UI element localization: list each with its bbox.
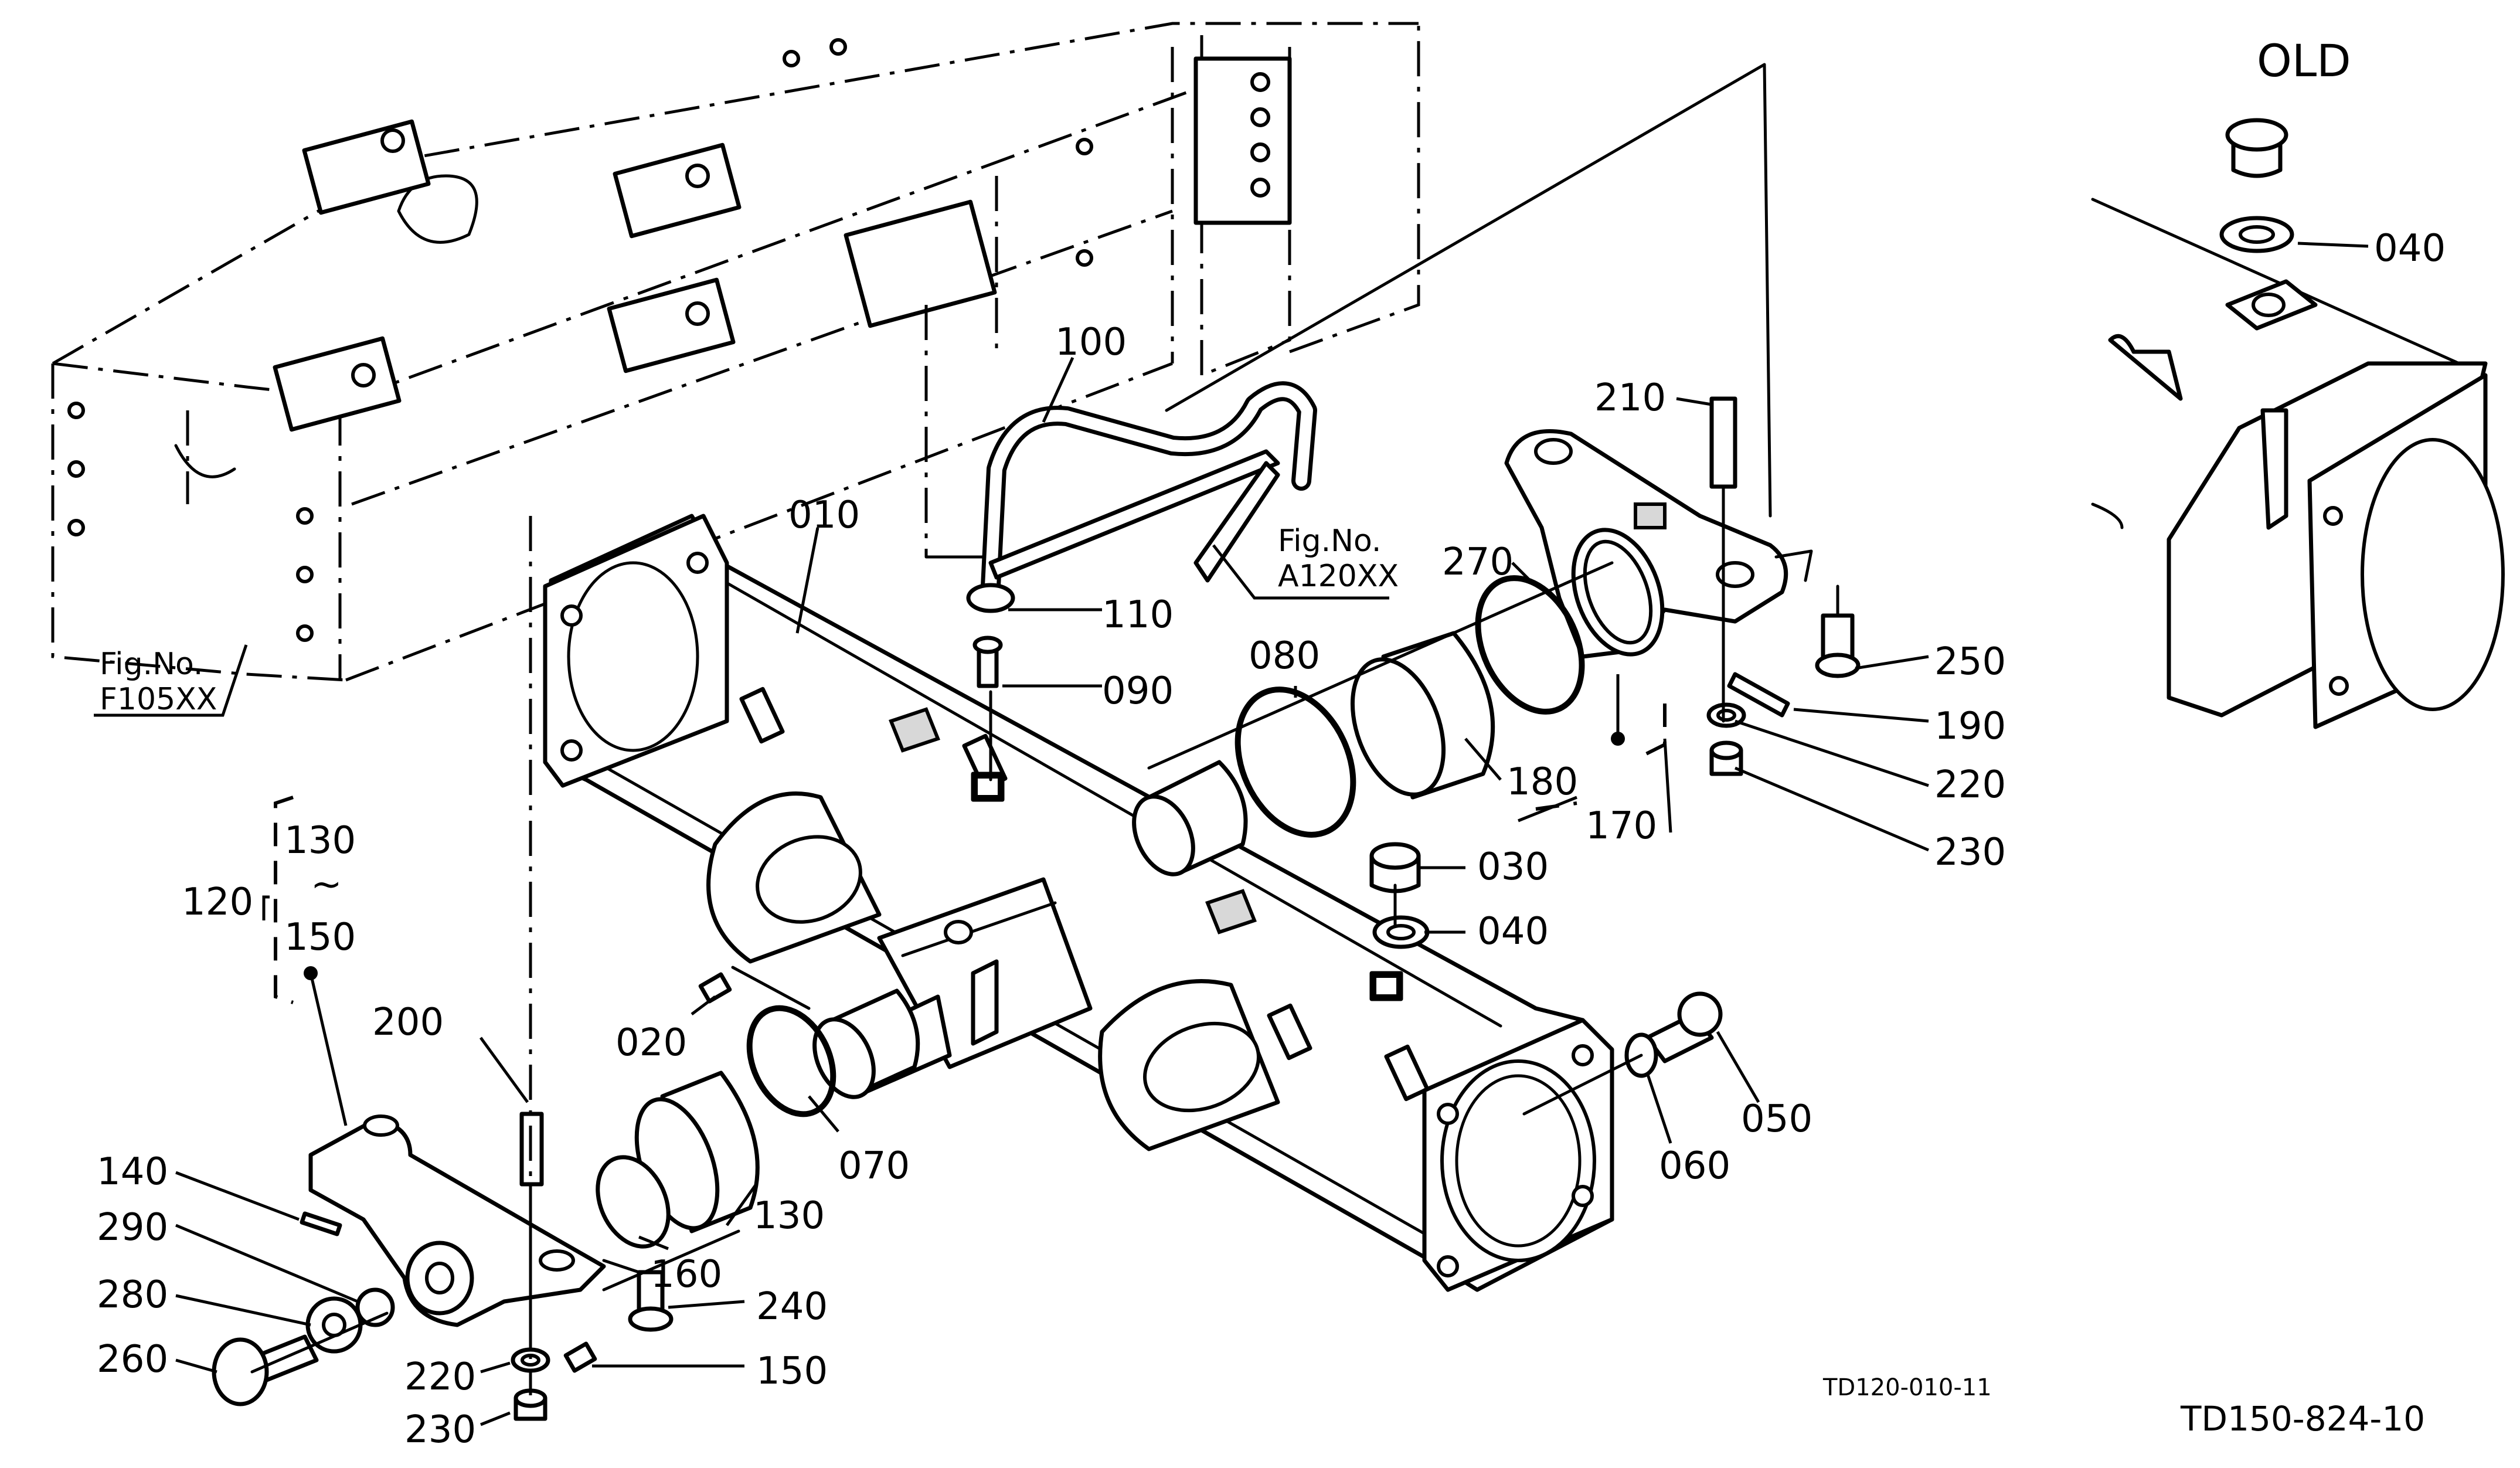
- callout-060[interactable]: 060: [1659, 1144, 1730, 1188]
- callout-140[interactable]: 140: [97, 1150, 168, 1194]
- inset-title: OLD: [2257, 35, 2351, 87]
- callout-200[interactable]: 200: [372, 1001, 444, 1044]
- callout-280[interactable]: 280: [97, 1273, 168, 1317]
- callout-220-lower[interactable]: 220: [404, 1355, 476, 1399]
- centerlines: [250, 63, 1839, 1395]
- figure-ref-a120[interactable]: Fig.No. A120XX: [1212, 524, 1399, 600]
- callout-090[interactable]: 090: [1102, 670, 1174, 713]
- small-parts: [212, 396, 1861, 1421]
- callout-180[interactable]: 180: [1506, 760, 1578, 804]
- callout-080[interactable]: 080: [1249, 634, 1320, 678]
- callout-220[interactable]: 220: [1934, 763, 2006, 807]
- callout-070[interactable]: 070: [838, 1144, 910, 1188]
- callout-050[interactable]: 050: [1741, 1097, 1812, 1141]
- callout-150[interactable]: 150: [756, 1350, 828, 1393]
- axle-bracket: [1504, 429, 1813, 659]
- callouts: 010 020 030 040 050 060 070 080 090 100 …: [97, 227, 2446, 1452]
- callout-270[interactable]: 270: [1442, 541, 1514, 584]
- drawing-code-main: TD120-010-11: [1822, 1374, 1992, 1401]
- drawing-code-inset: TD150-824-10: [2180, 1399, 2425, 1439]
- callout-160[interactable]: 160: [651, 1253, 722, 1296]
- old-inset: [2091, 118, 2505, 729]
- axle-housing: [543, 514, 1614, 1292]
- callout-170[interactable]: 170: [1586, 804, 1657, 848]
- group-range-end: 150: [284, 916, 356, 959]
- callout-040[interactable]: 040: [1477, 910, 1549, 953]
- callout-230[interactable]: 230: [1934, 831, 2006, 874]
- figure-ref-a120-number: A120XX: [1278, 559, 1399, 594]
- figure-ref-f105-prefix: Fig.No.: [100, 647, 203, 682]
- callout-020[interactable]: 020: [615, 1021, 687, 1065]
- group-dot-170: [1611, 732, 1625, 746]
- callout-inset-040[interactable]: 040: [2374, 227, 2446, 270]
- callout-250[interactable]: 250: [1934, 640, 2006, 684]
- callout-110[interactable]: 110: [1102, 593, 1174, 637]
- group-label-120[interactable]: 120 130 ~ 150: [182, 819, 356, 959]
- group-range-separator: ~: [311, 863, 342, 906]
- callout-230-lower[interactable]: 230: [404, 1408, 476, 1452]
- group-dot-120: [304, 966, 318, 980]
- group-range-start: 130: [284, 819, 356, 862]
- callout-190[interactable]: 190: [1934, 705, 2006, 748]
- callout-260[interactable]: 260: [97, 1338, 168, 1381]
- group-number: 120: [182, 881, 253, 924]
- callout-290[interactable]: 290: [97, 1206, 168, 1249]
- callout-210[interactable]: 210: [1594, 376, 1666, 420]
- callout-240[interactable]: 240: [756, 1285, 828, 1328]
- figure-ref-f105[interactable]: Fig.No. F105XX: [94, 644, 248, 717]
- figure-ref-a120-prefix: Fig.No.: [1278, 524, 1381, 559]
- frame-assembly: [51, 22, 1420, 682]
- callout-030[interactable]: 030: [1477, 845, 1549, 889]
- callout-100[interactable]: 100: [1055, 321, 1127, 364]
- breather-pipe: [981, 381, 1317, 596]
- callout-010[interactable]: 010: [788, 494, 860, 537]
- figure-ref-f105-number: F105XX: [100, 682, 217, 717]
- callout-130[interactable]: 130: [753, 1194, 825, 1238]
- leader-lines: [175, 242, 2369, 1426]
